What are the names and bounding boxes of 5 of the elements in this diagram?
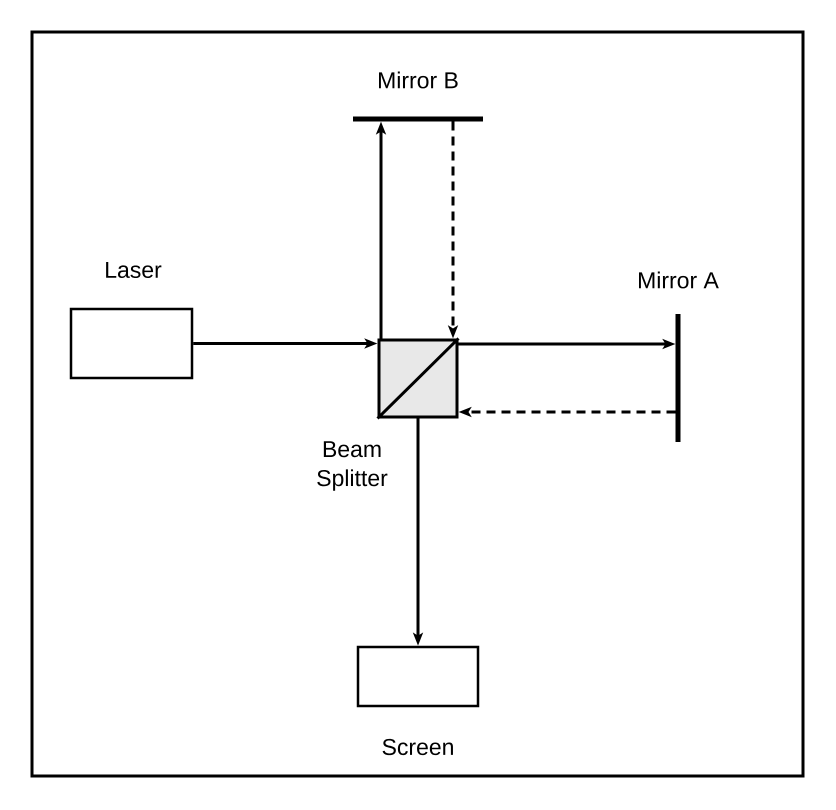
label: Mirror A xyxy=(639,272,719,288)
label: Mirror B xyxy=(379,72,458,88)
label: Screen xyxy=(382,738,453,756)
label: Laser xyxy=(106,262,162,278)
label: Beam Splitter xyxy=(317,441,388,491)
